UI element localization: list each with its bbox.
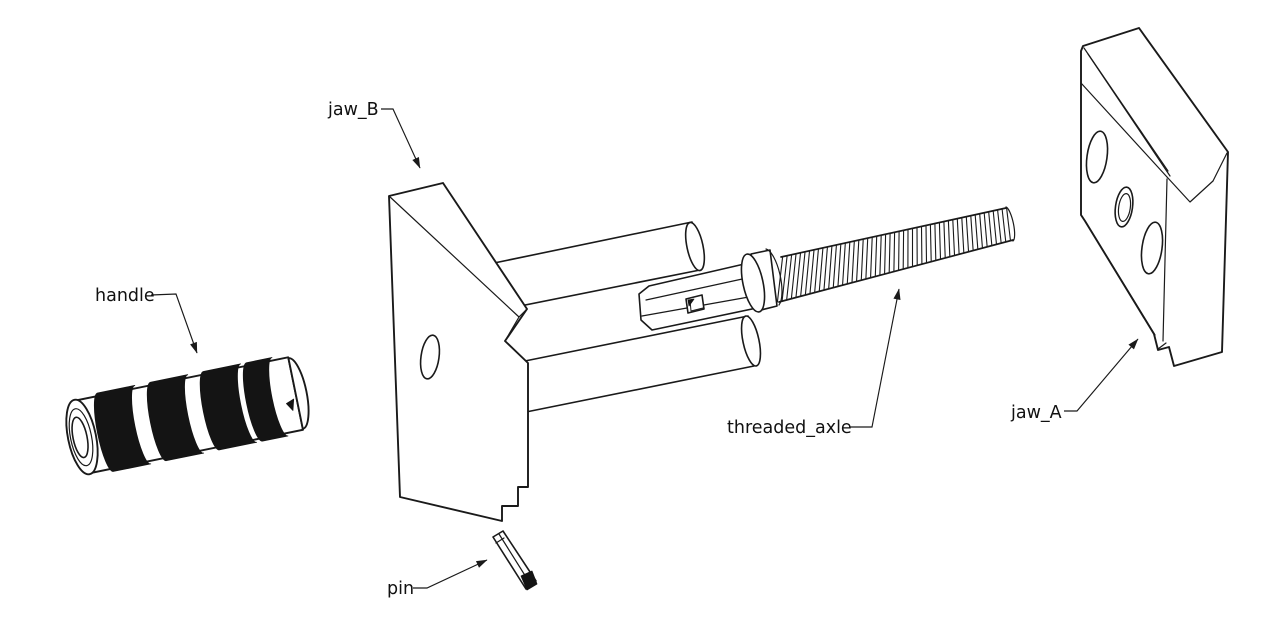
jaw-a-v-groove <box>1166 176 1214 203</box>
handle-drawing <box>65 356 310 476</box>
jaw-b-notch-lip <box>518 308 528 318</box>
thread-end-cap <box>1005 206 1016 242</box>
handle-right-cap <box>287 357 310 430</box>
leader-lines <box>150 108 1139 589</box>
thread-ticks <box>776 207 1011 303</box>
jaw-a-step-edge <box>1157 342 1167 350</box>
jaw-b-label: jaw_B <box>327 100 379 120</box>
jaw-a-block <box>1080 27 1229 367</box>
pin-end-face <box>520 570 538 591</box>
jaw-a-bottom-lip <box>1081 215 1156 336</box>
jaw-b-plate <box>388 182 529 522</box>
jaw-b-leader-arrow <box>381 108 421 169</box>
jaw-a-groove-edge <box>1212 152 1228 182</box>
thread-bottom-edge <box>778 239 1014 303</box>
jaw-a-leader-arrow <box>1064 338 1139 412</box>
handle-label: handle <box>95 286 155 306</box>
pin-label: pin <box>387 579 414 599</box>
upper-rod-end <box>684 221 706 272</box>
jaw-a-threaded-hole <box>1114 186 1134 228</box>
threaded-axle-drawing <box>638 206 1016 331</box>
handle-end-face <box>65 398 99 476</box>
jaw-b-drawing <box>388 182 529 522</box>
handle-leader-arrow <box>150 293 198 354</box>
pin-drawing <box>492 530 538 591</box>
jaw-b-notch-valley <box>504 316 520 342</box>
jaw-a-lip-line-2 <box>1087 53 1171 177</box>
jaw-b-ridge <box>388 195 520 318</box>
axle-pin-hole <box>685 294 705 314</box>
part-labels: handle jaw_B pin threaded_axle jaw_A <box>95 100 1062 599</box>
jaw-a-hole-top <box>1085 130 1109 184</box>
jaw-b-hole <box>419 334 441 380</box>
pin-leader-arrow <box>413 559 488 589</box>
jaw-a-drawing <box>1080 27 1229 367</box>
handle-grip-bands <box>93 357 289 472</box>
shaft-facet-upper <box>645 275 757 301</box>
threaded-axle-leader-arrow <box>850 288 901 428</box>
axle-collar <box>740 248 783 313</box>
pin-tip-chamfer <box>495 537 505 544</box>
threaded-axle-label: threaded_axle <box>727 418 852 438</box>
lower-rod <box>519 315 755 413</box>
handle-logo-mark <box>286 398 295 411</box>
jaw-a-face-right-edge <box>1162 178 1168 342</box>
jaw-a-hole-bottom <box>1140 221 1164 275</box>
jaw-a-ridge <box>1080 82 1168 178</box>
lower-rod-end <box>740 315 762 367</box>
jaw-a-label: jaw_A <box>1010 403 1062 423</box>
thread-top-edge <box>780 207 1007 258</box>
thread-body <box>779 208 1013 302</box>
